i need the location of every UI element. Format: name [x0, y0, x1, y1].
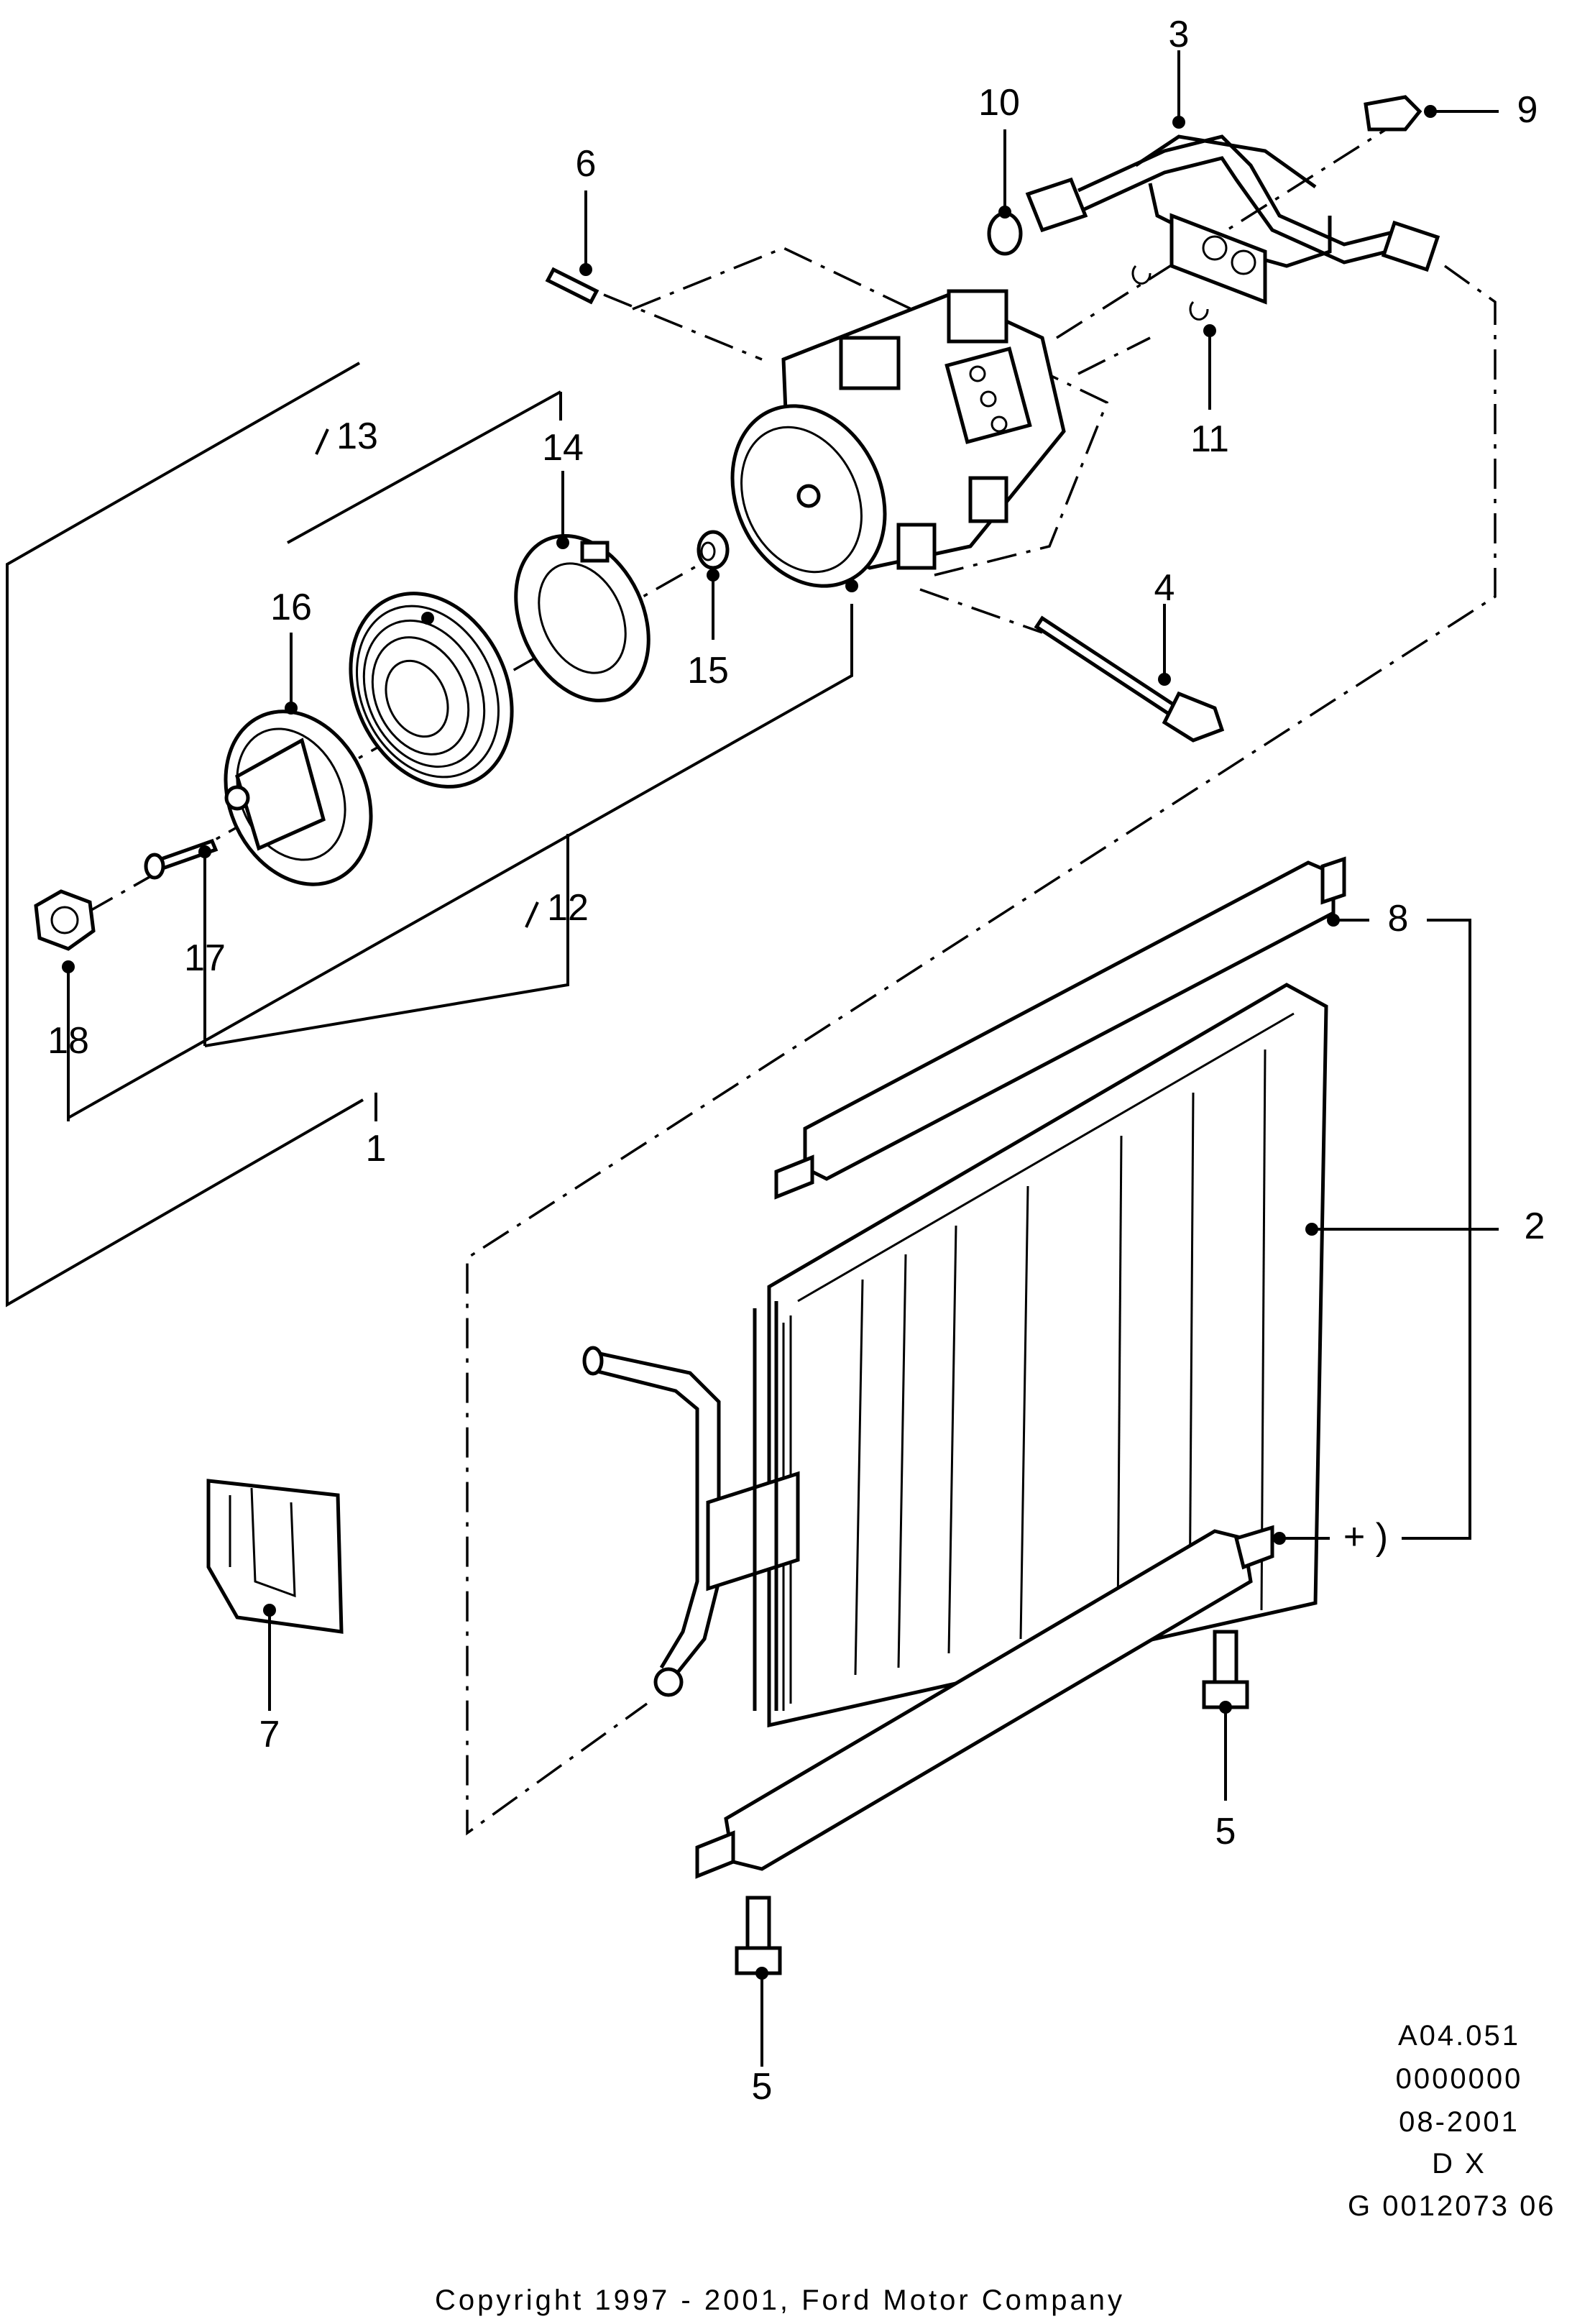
clutch-group-bracket — [6, 362, 853, 1308]
callout-plus-note: + ) — [1343, 1516, 1388, 1558]
field-coil — [514, 533, 651, 703]
callout-13-group: 13 — [315, 415, 378, 457]
callout-11: 11 — [1190, 418, 1229, 460]
callout-10: 10 — [978, 82, 1020, 124]
ref-line-3: 08-2001 — [1399, 2106, 1520, 2138]
ref-line-2: 0000000 — [1396, 2063, 1523, 2095]
ac-compressor — [730, 289, 1066, 588]
refrigerant-hose-manifold — [987, 95, 1440, 321]
leader-lines — [62, 50, 1499, 2067]
callout-5-upper: 5 — [1215, 1811, 1236, 1852]
callout-6: 6 — [576, 143, 597, 185]
callout-8: 8 — [1388, 898, 1409, 940]
ref-line-4: D X — [1432, 2148, 1486, 2180]
ref-line-1: A04.051 — [1398, 2020, 1520, 2052]
callout-16: 16 — [270, 587, 312, 628]
callout-18: 18 — [47, 1020, 89, 1062]
callout-15: 15 — [687, 650, 729, 692]
clutch-pulley — [349, 592, 514, 789]
dowel-pin — [545, 267, 599, 305]
retaining-clip — [206, 1479, 344, 1634]
callout-9: 9 — [1517, 89, 1538, 131]
ref-line-5: G 0012073 06 — [1348, 2190, 1556, 2222]
callout-1: 1 — [366, 1128, 387, 1170]
callout-2: 2 — [1525, 1205, 1545, 1247]
mounting-bolt — [1034, 615, 1225, 743]
clutch-nut — [34, 889, 96, 951]
callout-12: 12 — [547, 887, 589, 929]
callout-17: 17 — [184, 937, 226, 979]
condenser-assembly — [582, 856, 1346, 1975]
callout-14: 14 — [542, 427, 584, 469]
copyright-footer: Copyright 1997 - 2001, Ford Motor Compan… — [435, 2284, 1125, 2316]
callout-labels: 1 2 3 4 5 5 6 7 8 9 10 11 12 13 14 15 16… — [47, 14, 1545, 2108]
reference-block: A04.051 0000000 08-2001 D X G 0012073 06 — [1348, 2020, 1556, 2222]
callout-7: 7 — [259, 1714, 280, 1755]
spacer-ring — [697, 530, 730, 570]
callout-12-group: 12 — [525, 887, 589, 929]
callout-4: 4 — [1154, 567, 1175, 609]
callout-5-lower: 5 — [752, 2066, 773, 2108]
callout-13: 13 — [336, 415, 378, 457]
clutch-hub-plate — [224, 709, 373, 886]
callout-3: 3 — [1169, 14, 1190, 55]
